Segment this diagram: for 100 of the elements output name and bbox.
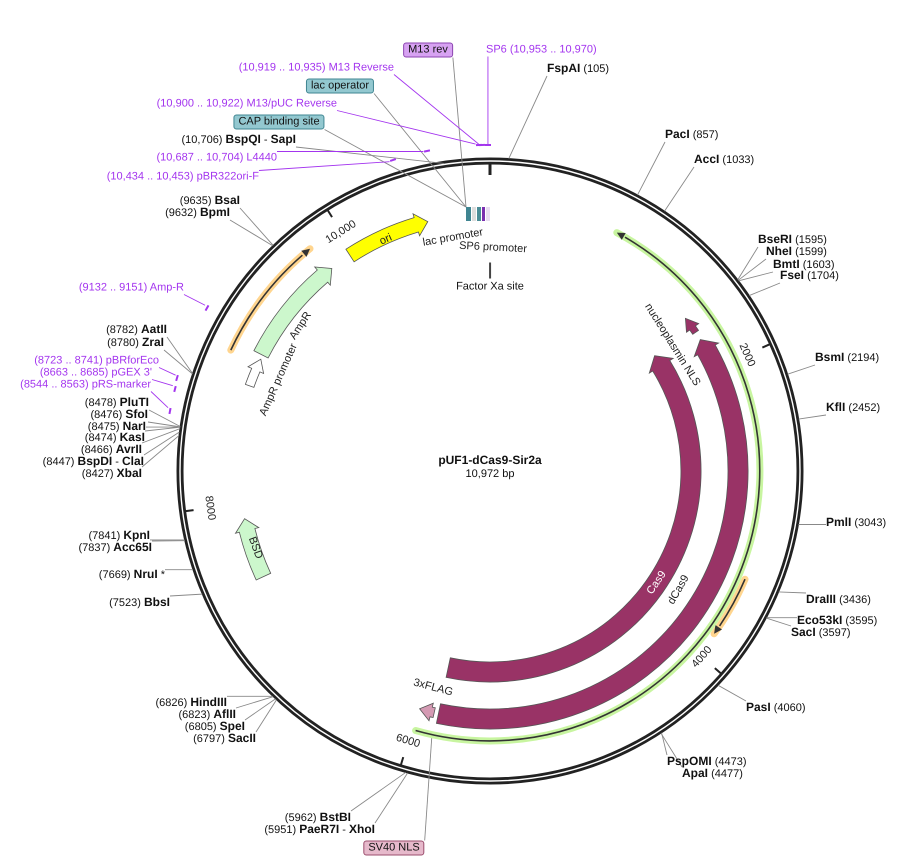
leader-line	[150, 391, 168, 408]
primer-label: (10,687 .. 10,704) L4440	[156, 152, 277, 164]
restriction-site-label: (8780) ZraI	[107, 336, 164, 350]
leader-line	[738, 272, 774, 282]
restriction-site-label: (5962) BstBI	[284, 811, 351, 825]
plasmid-name: pUF1-dCas9-Sir2a	[438, 453, 542, 467]
restriction-site-label: NheI (1599)	[766, 245, 827, 259]
restriction-site-label: (7523) BbsI	[109, 596, 170, 610]
primer-site-mark	[176, 375, 180, 382]
leader-line	[660, 732, 682, 768]
leader-line	[152, 379, 174, 386]
leader-line	[146, 426, 181, 428]
leader-line	[394, 74, 480, 144]
restriction-site-label: (7669) NruI*	[98, 568, 165, 582]
leader-line	[738, 258, 766, 281]
restriction-site-label: AccI (1033)	[694, 153, 754, 167]
leader-line	[166, 336, 194, 374]
leader-line	[766, 617, 798, 618]
primer-label: (8723 .. 8741) pBRforEco	[34, 354, 159, 368]
leader-line	[350, 772, 406, 812]
feature-cluster-drawing	[466, 207, 490, 221]
leader-line	[148, 422, 181, 428]
leader-line	[718, 684, 746, 702]
feature-tag: lac operator	[306, 78, 374, 94]
leader-line	[144, 426, 181, 432]
feature-tag: SV40 NLS	[363, 840, 425, 856]
leader-line	[184, 294, 206, 306]
leader-line	[296, 146, 444, 164]
leader-line	[226, 696, 274, 697]
primer-site-mark	[205, 305, 210, 312]
plasmid-size: 10,972 bp	[466, 468, 514, 480]
restriction-site-label: BsmI (2194)	[815, 351, 880, 365]
leader-line	[664, 166, 694, 212]
restriction-site-label: PmlI (3043)	[826, 516, 886, 530]
primer-site-mark	[390, 158, 396, 162]
restriction-site-label: KflI (2452)	[826, 401, 880, 415]
leader-line	[276, 151, 424, 152]
restriction-site-label: PasI (4060)	[746, 701, 806, 715]
restriction-site-label: PacI (857)	[665, 128, 718, 142]
restriction-site-label: (8478) PluTI	[84, 396, 149, 410]
restriction-site-label: (6805) SpeI	[184, 720, 245, 734]
leader-line	[244, 698, 276, 720]
leader-line	[637, 142, 666, 196]
leader-line	[158, 367, 176, 376]
leader-line	[148, 410, 181, 427]
primer-site-mark	[423, 150, 430, 153]
primer-label: (8663 .. 8685) pGEX 3'	[40, 366, 152, 380]
leader-line	[508, 76, 548, 160]
primer-site-mark	[172, 386, 176, 392]
primer-label: (8544 .. 8563) pRS-marker	[20, 378, 151, 392]
leader-line	[798, 414, 826, 420]
restriction-site-label: BmtI (1603)	[773, 258, 835, 272]
leader-line	[336, 110, 476, 145]
primer-label: (10,919 .. 10,935) M13 Reverse	[238, 62, 394, 74]
restriction-site-label: ApaI (4477)	[682, 767, 743, 781]
restriction-site-label: FseI (1704)	[780, 269, 839, 283]
restriction-site-label: FspAI (105)	[547, 62, 610, 76]
primer-label: (10,900 .. 10,922) M13/pUC Reverse	[156, 98, 337, 110]
leader-line	[661, 732, 668, 756]
restriction-site-label: (8476) SfoI	[90, 408, 148, 422]
leader-line	[737, 246, 758, 280]
leader-line	[256, 699, 277, 732]
tick-label: 8000	[202, 494, 218, 521]
restriction-site-label: Eco53kI (3595)	[797, 614, 878, 628]
leader-line	[258, 161, 390, 171]
restriction-site-label: (9635) BsaI	[180, 194, 240, 208]
restriction-site-label: DraIII (3436)	[806, 593, 871, 607]
leader-line	[374, 93, 466, 208]
primer-tag: M13 rev	[403, 42, 453, 58]
leader-line	[152, 540, 186, 542]
leader-line	[236, 696, 274, 708]
restriction-site-label: (8427) XbaI	[82, 467, 142, 481]
restriction-site-label: (8475) NarI	[88, 420, 146, 434]
restriction-site-label: SacI (3597)	[791, 626, 851, 640]
leader-line	[230, 220, 274, 246]
restriction-site-label: (8782) AatII	[106, 323, 167, 337]
restriction-site-label: (6823) AflII	[178, 708, 236, 722]
primer-site-mark	[476, 144, 482, 146]
restriction-site-label: (10,706) BspQI - SapI	[182, 133, 296, 147]
primer-label: (9132 .. 9151) Amp-R	[78, 282, 184, 294]
leader-line	[324, 129, 466, 208]
restriction-site-label: (5951) PaeR7I - XhoI	[264, 823, 375, 837]
primer-site-mark	[484, 144, 491, 146]
leader-line	[170, 594, 203, 596]
leader-line	[142, 428, 180, 444]
feature-label: BSD	[245, 535, 265, 561]
leader-line	[798, 524, 826, 525]
leader-line	[748, 282, 780, 296]
leader-line	[766, 618, 792, 626]
restriction-site-label: (6826) HindIII	[155, 696, 227, 710]
leader-line	[142, 435, 180, 468]
leader-line	[374, 772, 408, 824]
feature-label: ori	[378, 232, 394, 248]
primer-label: (10,434 .. 10,453) pBR322ori-F	[106, 170, 259, 184]
leader-line	[787, 364, 816, 375]
feature-label: Factor Xa site	[456, 262, 524, 294]
feature-tag: CAP binding site	[233, 114, 325, 130]
tick-label: 6000	[394, 732, 422, 750]
restriction-site-label: (7841) KpnI	[88, 529, 150, 543]
restriction-site-label: (6797) SacII	[193, 732, 256, 746]
